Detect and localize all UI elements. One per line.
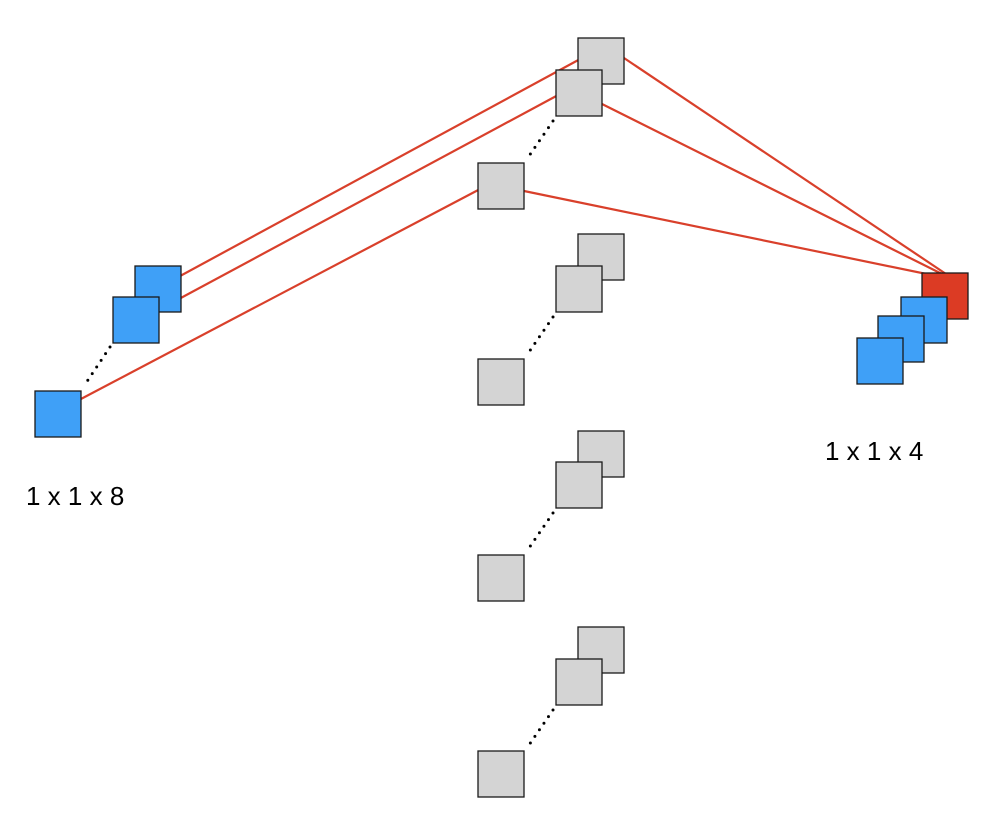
hidden-cell <box>555 265 603 313</box>
ellipsis-dots <box>527 315 555 354</box>
connection-line <box>523 189 947 280</box>
ellipsis-dots <box>527 708 555 747</box>
input-dimensions-label: 1 x 1 x 8 <box>26 481 125 511</box>
input-cell <box>34 390 82 438</box>
connection-line <box>601 103 947 277</box>
hidden-cell <box>477 358 525 406</box>
connection-line <box>137 93 561 322</box>
hidden-cell <box>555 461 603 509</box>
input-stack <box>34 265 182 438</box>
ellipsis-dots <box>527 511 555 550</box>
connection-line <box>157 57 583 289</box>
hidden-cell <box>477 162 525 210</box>
hidden-group <box>477 37 625 210</box>
hidden-group <box>477 233 625 406</box>
ellipsis-dots <box>84 345 112 385</box>
output-stack <box>856 272 969 385</box>
output-cell <box>856 337 904 385</box>
hidden-cell <box>477 554 525 602</box>
hidden-group <box>477 430 625 602</box>
hidden-group <box>477 626 625 798</box>
hidden-cell <box>555 69 603 117</box>
connection-lines <box>59 57 947 411</box>
connection-line <box>623 57 947 275</box>
ellipsis-dots <box>527 119 555 158</box>
hidden-cell <box>555 658 603 706</box>
connection-line <box>59 187 483 411</box>
output-dimensions-label: 1 x 1 x 4 <box>825 436 924 466</box>
input-cell <box>112 296 160 344</box>
hidden-cell <box>477 750 525 798</box>
